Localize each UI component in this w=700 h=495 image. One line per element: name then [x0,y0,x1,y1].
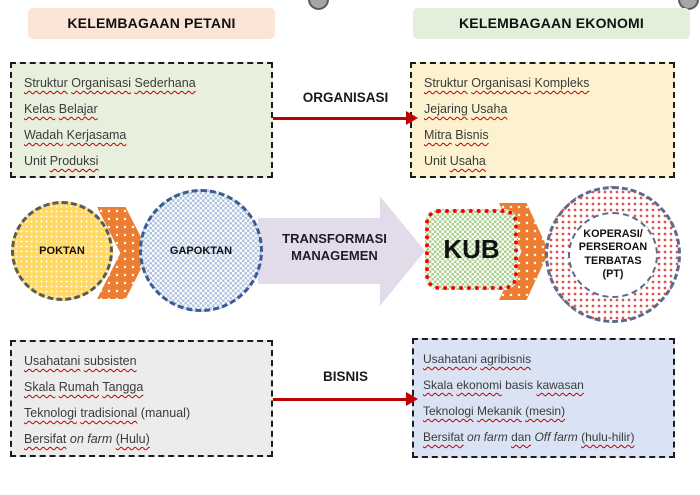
list-word: Usahatani [24,354,81,368]
list-word: agribisnis [480,352,532,366]
list-word: ekonomi [456,378,502,392]
list-word: Organisasi [471,76,531,90]
bisnis-arrowhead-icon [406,392,418,406]
list-word: Sederhana [134,76,196,90]
list-word: on farm [467,430,508,444]
list-word: Kelas [24,102,56,116]
list-word: tradisional [80,406,138,420]
list-word: Skala [423,378,454,392]
list-word: Usahatani [423,352,478,366]
organisasi-arrowhead-icon [406,111,418,125]
koperasi-label-line4: (PT) [602,268,624,280]
list-line: Teknologi tradisional (manual) [24,400,261,426]
koperasi-label-line1: KOPERASI/ [583,227,643,240]
list-line: Usahatani subsisten [24,348,261,374]
list-word: Struktur [424,76,468,90]
list-word: subsisten [83,354,137,368]
list-word: Teknologi [423,404,474,418]
list-word: dan [511,430,532,444]
koperasi-label-line3: TERBATAS [584,254,642,267]
header-kelembagaan-ekonomi: KELEMBAGAAN EKONOMI [413,8,690,39]
list-word: Usaha [471,102,508,116]
koperasi-circle: KOPERASI/ PERSEROAN TERBATAS (PT) [545,186,681,323]
koperasi-label: KOPERASI/ PERSEROAN TERBATAS (PT) [568,211,658,298]
list-word: Struktur [24,76,68,90]
list-word: (mesin) [525,404,566,418]
organisasi-label: ORGANISASI [302,90,389,105]
gapoktan-label: GAPOKTAN [169,244,233,257]
list-word: Bersifat [423,430,464,444]
list-line: Skala ekonomi basis kawasan [423,372,663,398]
list-line: Skala Rumah Tangga [24,374,261,400]
list-line: Teknologi Mekanik (mesin) [423,398,663,424]
list-word: Mekanik [477,404,522,418]
gray-dot-icon [308,0,329,10]
list-word: (Hulu) [115,432,150,446]
list-word: (manual) [140,406,191,420]
list-word: on farm [69,432,113,446]
list-line: Struktur Organisasi Sederhana [24,70,261,96]
list-line: Wadah Kerjasama [24,122,261,148]
list-line: Mitra Bisnis [424,122,663,148]
list-word: Kerjasama [66,128,127,142]
poktan-circle: POKTAN [11,201,113,301]
list-word: Organisasi [71,76,131,90]
gapoktan-circle: GAPOKTAN [139,189,263,312]
list-word: Bisnis [455,128,489,142]
koperasi-label-line2: PERSEROAN [578,241,648,253]
list-word: Skala [24,380,56,394]
list-word: Jejaring [424,102,468,116]
list-line: Struktur Organisasi Kompleks [424,70,663,96]
list-word: kawasan [536,378,584,392]
header-kelembagaan-petani: KELEMBAGAAN PETANI [28,8,275,39]
list-line: Bersifat on farm (Hulu) [24,426,261,452]
list-word: Off farm [534,430,578,444]
list-word: Rumah [58,380,100,394]
poktan-label: POKTAN [39,245,85,257]
list-line: Jejaring Usaha [424,96,663,122]
bisnis-label: BISNIS [322,369,368,384]
list-word: Unit [424,154,447,168]
list-word: basis [505,378,534,392]
list-word: Tangga [102,380,144,394]
organisasi-arrow [273,117,409,120]
list-word: (hulu-hilir) [581,430,635,444]
list-word: Bersifat [24,432,67,446]
kub-label: KUB [443,234,500,264]
list-line: Unit Produksi [24,148,261,174]
list-word: Teknologi [24,406,77,420]
list-line: Unit Usaha [424,148,663,174]
bisnis-arrow [273,398,409,401]
list-word: Mitra [424,128,452,142]
list-line: Bersifat on farm dan Off farm (hulu-hili… [423,424,663,450]
list-word: Wadah [24,128,64,142]
transformasi-label-line1: TRANSFORMASI [282,231,387,246]
list-line: Kelas Belajar [24,96,261,122]
kub-box: KUB [425,209,518,290]
list-word: Unit [24,154,47,168]
list-line: Usahatani agribisnis [423,346,663,372]
list-word: Kompleks [534,76,590,90]
list-word: Belajar [58,102,98,116]
transformasi-label: TRANSFORMASI MANAGEMEN [262,230,407,264]
transformasi-label-line2: MANAGEMEN [291,248,378,263]
list-word: Produksi [49,154,99,168]
list-word: Usaha [449,154,486,168]
